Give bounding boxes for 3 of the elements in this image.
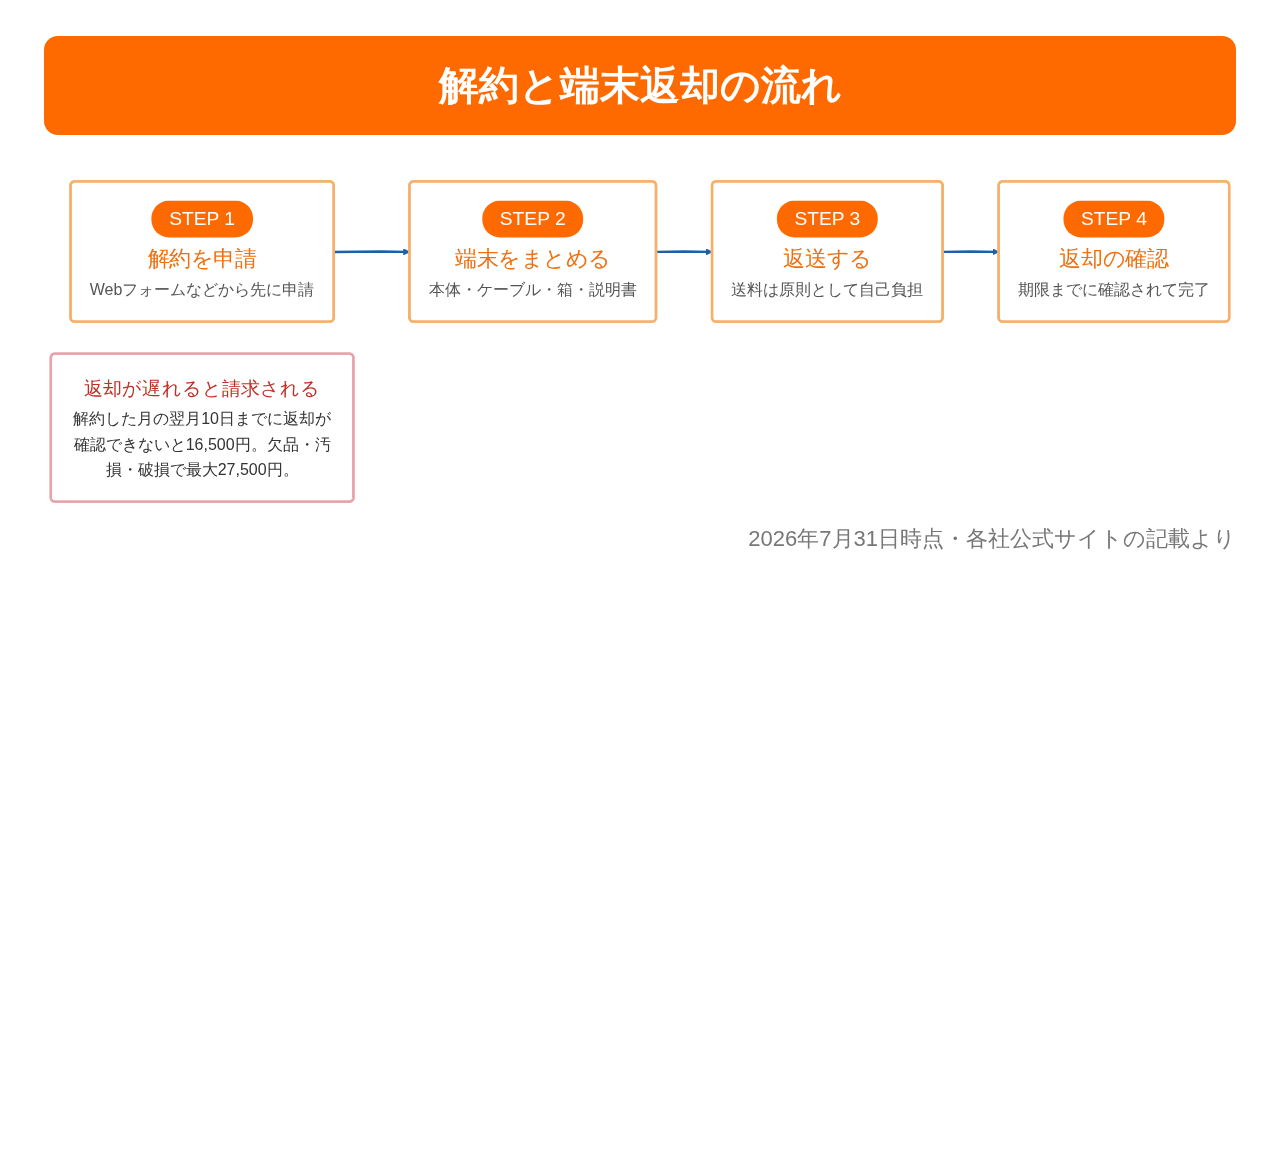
source-note: 2026年7月31日時点・各社公式サイトの記載より	[747, 525, 1236, 553]
title-banner: 解約と端末返却の流れ	[44, 36, 1236, 135]
arrow	[656, 248, 713, 256]
